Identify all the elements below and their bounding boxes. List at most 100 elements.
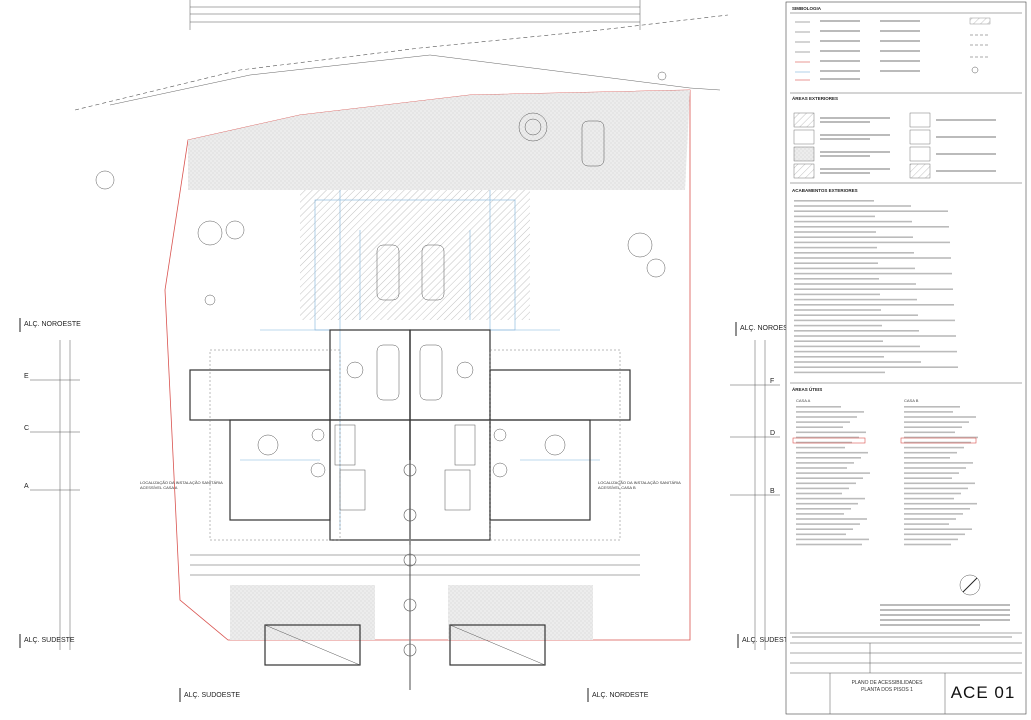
north-arrow-icon: [959, 574, 981, 596]
area-line: [904, 451, 957, 454]
finish-line: [794, 220, 912, 223]
area-line: [796, 421, 850, 423]
grid-right-2: D: [770, 430, 775, 437]
finish-line: [794, 236, 913, 238]
elevation-sudoeste: ALÇ. SUDOESTE: [184, 692, 240, 699]
finish-line: [794, 314, 918, 316]
area-line: [796, 487, 849, 490]
area-line: [904, 441, 971, 444]
area-line: [904, 487, 968, 490]
area-line: [796, 406, 841, 408]
area-line: [796, 436, 859, 439]
area-line: [904, 436, 978, 439]
area-line: [904, 482, 975, 485]
area-line: [796, 446, 845, 449]
area-line: [796, 457, 861, 459]
road-edge: [74, 14, 729, 111]
areas-list: [796, 406, 978, 546]
area-line: [904, 533, 965, 536]
area-line: [904, 457, 950, 459]
top-dimensions: [189, 0, 641, 30]
finish-line: [794, 288, 953, 290]
area-line: [796, 518, 867, 520]
area-line: [904, 477, 952, 479]
finish-line: [794, 350, 957, 353]
area-line: [796, 513, 844, 515]
area-line: [796, 416, 857, 418]
finish-line: [794, 366, 958, 368]
area-line: [904, 538, 958, 541]
note-sanitaria-a: LOCALIZAÇÃO DA INSTALAÇÃO SANITÁRIA ACES…: [140, 480, 223, 490]
finish-line: [794, 330, 919, 332]
area-line: [796, 538, 869, 541]
area-line: [796, 528, 853, 530]
area-line: [796, 533, 846, 536]
area-line: [796, 523, 860, 525]
legend-simbologia-title: SIMBOLOGIA: [792, 6, 822, 11]
finishes-list: [794, 200, 958, 374]
area-line: [904, 518, 956, 520]
area-line: [904, 416, 976, 418]
grid-left-1: E: [24, 373, 29, 380]
area-line: [904, 472, 959, 474]
finish-line: [794, 319, 955, 322]
driveway-cars: [376, 244, 445, 401]
finish-line: [794, 298, 917, 301]
grid-axes: [30, 379, 780, 496]
area-line: [796, 451, 868, 454]
legend-acabamentos-title: ACABAMENTOS EXTERIORES: [792, 188, 858, 193]
area-line: [904, 528, 972, 530]
legend-casa-a: CASA A: [796, 398, 811, 403]
finish-line: [794, 345, 920, 348]
area-line: [904, 446, 964, 449]
legend-casa-b: CASA B: [904, 398, 919, 403]
finish-line: [794, 200, 874, 202]
finish-line: [794, 340, 883, 342]
area-line: [796, 482, 856, 485]
finish-line: [794, 205, 911, 207]
area-line: [904, 426, 962, 428]
area-line: [796, 497, 865, 500]
trees: [95, 71, 667, 306]
finish-line: [794, 361, 921, 363]
driveway-hatch: [300, 190, 530, 320]
legend-areas-lines: [820, 117, 890, 174]
finish-line: [794, 304, 954, 306]
legend-areas-exteriores-title: ÁREAS EXTERIORES: [792, 95, 838, 101]
area-line: [904, 502, 977, 505]
area-line: [796, 492, 842, 495]
area-line: [904, 543, 951, 546]
finish-line: [794, 215, 875, 218]
finish-line: [794, 278, 879, 280]
area-line: [796, 472, 870, 474]
finish-line: [794, 335, 956, 337]
grid-letters: E C A F D B: [24, 373, 775, 495]
sheet-code: ACE 01: [951, 683, 1016, 702]
finish-line: [794, 241, 950, 244]
finish-line: [794, 210, 948, 212]
area-line: [796, 462, 854, 464]
grid-right-3: B: [770, 488, 775, 495]
elevation-noroeste-left: ALÇ. NOROESTE: [24, 321, 81, 328]
area-line: [796, 426, 843, 428]
finish-line: [794, 272, 952, 275]
finish-line: [794, 252, 914, 254]
sheet-title-line2: PLANTA DOS PISOS 1: [861, 687, 913, 693]
legend-symbols: [795, 17, 991, 81]
finish-line: [794, 226, 949, 228]
finish-line: [794, 267, 915, 270]
area-line: [904, 462, 973, 464]
note-sanitaria-b: LOCALIZAÇÃO DA INSTALAÇÃO SANITÁRIA ACES…: [598, 480, 681, 490]
grid-left-2: C: [24, 425, 29, 432]
area-line: [904, 467, 966, 469]
wheelchair-circles: [257, 361, 566, 478]
area-line: [904, 492, 961, 495]
elevation-nordeste: ALÇ. NORDESTE: [592, 692, 649, 699]
area-line: [904, 513, 963, 515]
area-line: [796, 508, 851, 510]
area-line: [796, 477, 863, 479]
area-line: [904, 523, 949, 525]
finish-line: [794, 257, 951, 259]
sheet-title-line1: PLANO DE ACESSIBILIDADES: [852, 680, 924, 686]
grid-left-3: A: [24, 483, 29, 490]
